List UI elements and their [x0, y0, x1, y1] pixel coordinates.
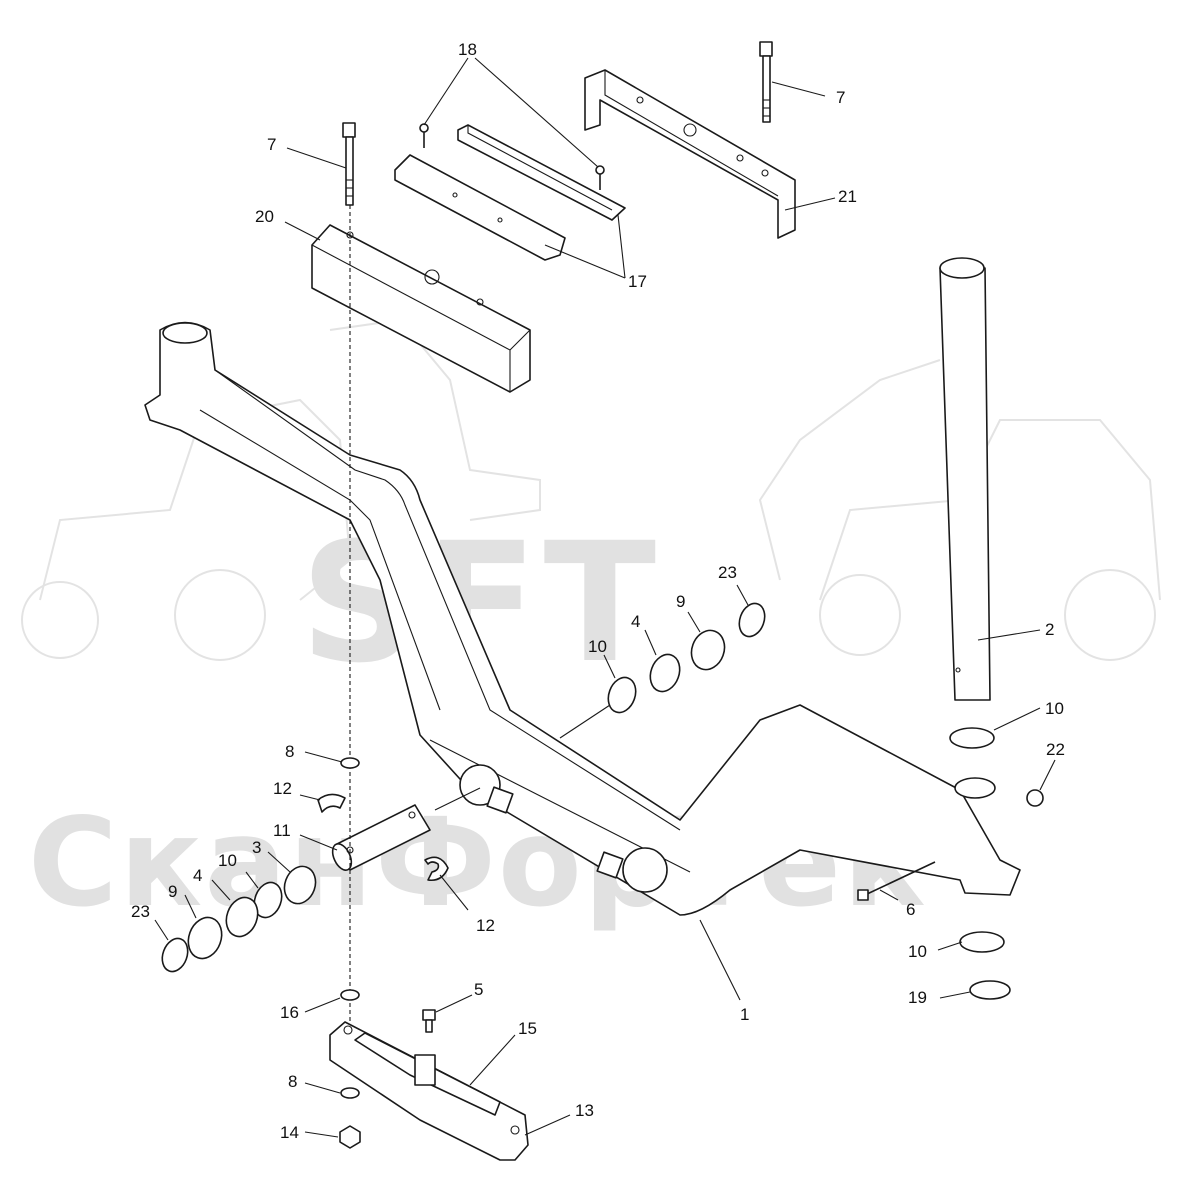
part-18-screw-right — [595, 165, 605, 190]
callout-23-left: 23 — [131, 902, 150, 921]
part-10-ring-right-side — [607, 676, 637, 714]
watermark-tractor-icon-right — [758, 359, 1161, 661]
callout-12-upper: 12 — [273, 779, 292, 798]
part-17-strip-lower — [394, 154, 566, 261]
part-9-bushing-right — [690, 629, 726, 671]
callout-labels: 18 7 7 21 20 17 2 23 9 4 10 10 22 8 12 1… — [131, 40, 1065, 1142]
callout-23-right: 23 — [718, 563, 737, 582]
part-7-bolt-right — [759, 41, 773, 123]
callout-6: 6 — [906, 900, 915, 919]
part-18-screw-left — [419, 123, 429, 148]
callout-3: 3 — [252, 838, 261, 857]
callout-1: 1 — [740, 1005, 749, 1024]
callout-11: 11 — [273, 821, 291, 840]
part-8-washer-lower — [340, 1087, 360, 1099]
callout-15: 15 — [518, 1019, 537, 1038]
callout-10-left: 10 — [218, 851, 237, 870]
callout-10-right-upper: 10 — [1045, 699, 1064, 718]
part-8-washer-upper — [340, 757, 360, 769]
part-17-strip-upper — [457, 124, 626, 221]
part-11-pin — [331, 804, 431, 871]
part-12-clip-lower — [424, 856, 449, 882]
callout-12-lower: 12 — [476, 916, 495, 935]
part-23-ring-right — [738, 602, 766, 638]
callout-4-right: 4 — [631, 612, 640, 631]
callout-21: 21 — [838, 187, 857, 206]
part-9-bushing-left — [187, 916, 223, 960]
callout-8-upper: 8 — [285, 742, 294, 761]
part-6-bolt — [857, 861, 936, 901]
part-15-plate — [354, 1032, 501, 1116]
part-19-snap-ring — [969, 980, 1011, 1000]
callout-14: 14 — [280, 1123, 299, 1142]
part-16-washer — [340, 989, 360, 1001]
part-2-tube — [939, 257, 991, 701]
leader-lines — [154, 57, 1056, 1138]
callout-7-right: 7 — [836, 88, 845, 107]
part-14-nut — [339, 1125, 361, 1149]
callout-20: 20 — [255, 207, 274, 226]
part-3-sleeve — [283, 865, 317, 905]
part-1-frame — [144, 321, 1021, 916]
callout-19: 19 — [908, 988, 927, 1007]
callout-13: 13 — [575, 1101, 594, 1120]
part-12-clip-upper — [317, 793, 346, 813]
callout-10-right-lower: 10 — [908, 942, 927, 961]
part-7-bolt-left — [342, 122, 356, 206]
part-4-sleeve-right — [649, 653, 681, 693]
callout-22: 22 — [1046, 740, 1065, 759]
callout-10-right-side: 10 — [588, 637, 607, 656]
callout-16: 16 — [280, 1003, 299, 1022]
callout-9-right: 9 — [676, 592, 685, 611]
part-21-bracket — [584, 69, 796, 239]
part-23-ring-left — [161, 937, 189, 973]
callout-4-left: 4 — [193, 866, 202, 885]
callout-8-lower: 8 — [288, 1072, 297, 1091]
callout-5: 5 — [474, 980, 483, 999]
part-10-ring-right-upper — [949, 727, 995, 749]
part-4-sleeve-left — [225, 896, 259, 938]
part-20-block — [311, 224, 531, 393]
callout-9-left: 9 — [168, 882, 177, 901]
part-10-ring-left — [253, 881, 283, 919]
callout-7-left: 7 — [267, 135, 276, 154]
callout-18: 18 — [458, 40, 477, 59]
callout-2: 2 — [1045, 620, 1054, 639]
part-10-ring-right-lower — [959, 931, 1005, 953]
callout-17: 17 — [628, 272, 647, 291]
parts — [144, 41, 1044, 1161]
part-22-grease-nipple — [1026, 789, 1044, 807]
part-5-screw — [422, 1009, 436, 1033]
